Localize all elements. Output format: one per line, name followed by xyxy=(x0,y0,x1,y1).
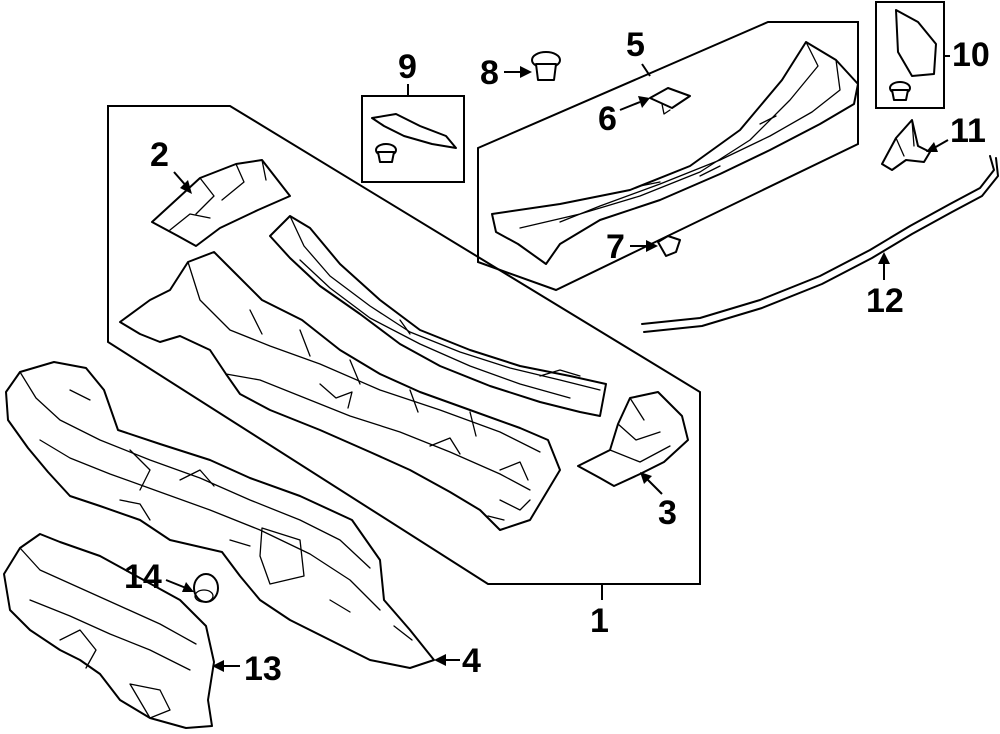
part-8-push-clip xyxy=(531,51,561,81)
callout-8: 8 xyxy=(480,54,499,92)
callout-12: 12 xyxy=(866,282,904,320)
assembly-frame-5 xyxy=(477,21,859,292)
callout-2: 2 xyxy=(150,136,169,174)
part-10-bracket-and-clip xyxy=(889,9,937,101)
part-12-weatherstrip xyxy=(641,155,999,333)
part-1-cowl-inner-panel xyxy=(269,215,607,417)
part-13-dash-insulator xyxy=(3,533,215,729)
callout-11: 11 xyxy=(950,112,986,150)
callout-3: 3 xyxy=(658,494,677,532)
part-2-bracket xyxy=(151,159,291,247)
part-11-bracket xyxy=(881,119,931,171)
part-9-frame xyxy=(361,95,465,183)
callout-4: 4 xyxy=(462,642,481,680)
callout-6: 6 xyxy=(598,100,617,138)
callout-14: 14 xyxy=(124,558,162,596)
part-3-side-bracket xyxy=(577,391,689,487)
callout-13: 13 xyxy=(244,650,282,688)
callout-10: 10 xyxy=(952,36,990,74)
part-14-grommet xyxy=(193,573,219,603)
callout-5: 5 xyxy=(626,26,645,64)
callout-9: 9 xyxy=(398,48,417,86)
part-9-seal-and-clip xyxy=(371,113,457,163)
part-7-push-clip xyxy=(657,235,681,257)
part-1-dash-upper-panel xyxy=(119,251,561,531)
callout-1: 1 xyxy=(590,602,609,640)
part-5-cowl-top-panel xyxy=(491,41,859,265)
callout-7: 7 xyxy=(606,228,625,266)
leader-lines xyxy=(165,55,950,672)
part-4-dash-lower-panel xyxy=(5,361,435,669)
assembly-frame-1 xyxy=(107,105,701,585)
part-6-clip xyxy=(649,87,691,115)
